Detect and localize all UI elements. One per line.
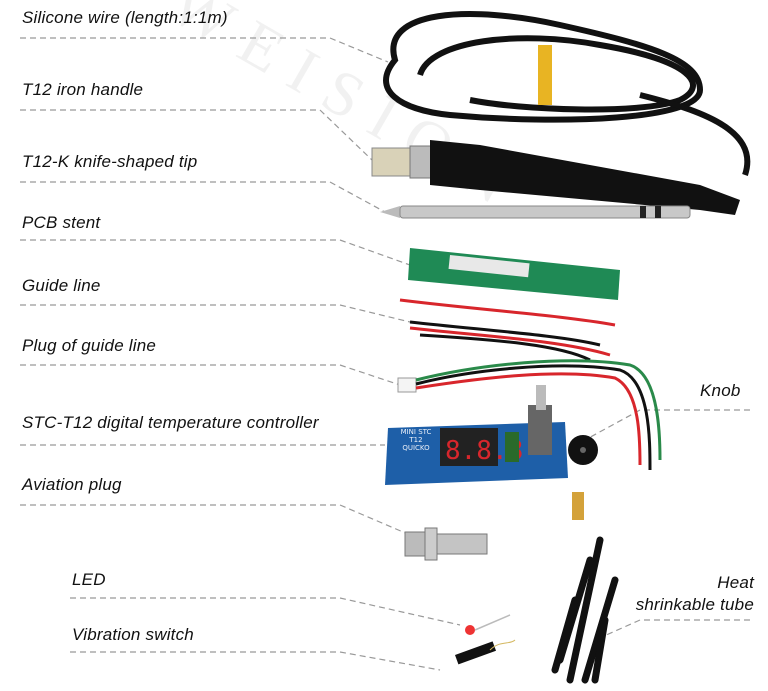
label-silicone-wire: Silicone wire (length:1:1m) [22, 8, 228, 27]
leader-led [70, 597, 461, 626]
label-heat-tube-2: shrinkable tube [635, 595, 754, 614]
label-tip: T12-K knife-shaped tip [22, 152, 198, 171]
knob [568, 435, 598, 465]
vibration-switch [455, 639, 516, 665]
label-pcb-stent: PCB stent [22, 213, 101, 232]
leader-silicone-wire [20, 37, 389, 63]
label-led: LED [72, 570, 106, 589]
t12-tip [380, 205, 691, 219]
leader-tip [20, 181, 386, 213]
label-aviation-plug: Aviation plug [22, 475, 122, 494]
leader-lines [20, 37, 750, 671]
heat-shrinkable-tube [551, 536, 619, 684]
iron-handle [371, 140, 740, 215]
label-guide-line: Guide line [22, 276, 101, 295]
silicone-wire [383, 11, 751, 176]
label-knob: Knob [700, 381, 741, 400]
guide-line-wires [399, 298, 616, 362]
leader-guide-line [20, 304, 411, 323]
label-iron-handle: T12 iron handle [22, 80, 144, 99]
label-plug-of-guide-line: Plug of guide line [22, 336, 157, 355]
stc-t12-controller: 8.8.8 [385, 385, 568, 485]
leader-aviation-plug [20, 504, 411, 536]
leader-plug [20, 364, 401, 386]
aviation-plug [404, 527, 488, 561]
plug-of-guide-line [397, 359, 662, 471]
leader-iron-handle [20, 109, 373, 161]
label-controller: STC-T12 digital temperature controller [22, 413, 319, 432]
leader-vibration-switch [70, 651, 441, 671]
leader-pcb-stent [20, 239, 411, 266]
leader-heat-tube [594, 619, 750, 641]
label-heat-tube-1: Heat [717, 573, 754, 592]
brass-pin [572, 492, 584, 520]
label-vibration-switch: Vibration switch [72, 625, 194, 644]
board-silkscreen-text: MINI STC T12 QUICKO [400, 428, 432, 452]
led [465, 614, 511, 635]
pcb-stent [408, 248, 620, 300]
leader-knob [584, 409, 750, 441]
